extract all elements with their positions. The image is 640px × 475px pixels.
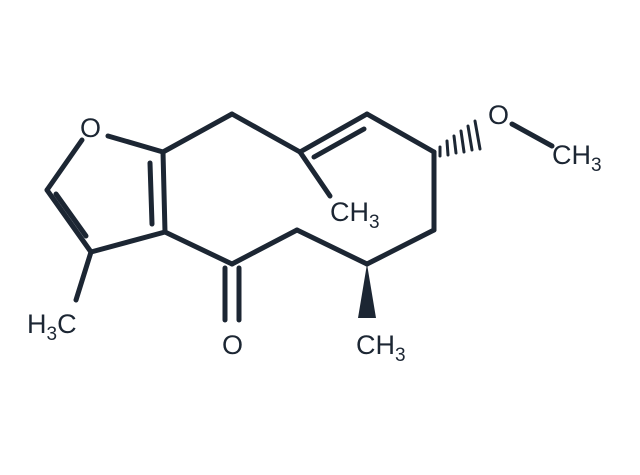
bond-choch3-alkene: [364, 111, 437, 155]
bond-o1-c2: [105, 133, 166, 155]
bond-alkene-ch2: [229, 111, 303, 155]
bond-alkene-inner: [311, 126, 367, 160]
bond-ch-ch2b: [364, 227, 437, 267]
bond-alkene: [297, 111, 370, 155]
bond-c3-c4: [88, 229, 168, 255]
ring-methyl-label: CH3: [356, 330, 406, 366]
bond-alkene-methyl: [297, 149, 333, 199]
stereo-hash-bond: [438, 119, 482, 158]
bond-o1-c5: [44, 137, 85, 193]
methoxy-oxygen-label: O: [488, 100, 509, 130]
bond-ch2-ch: [294, 227, 370, 267]
furan-methyl-label: H3C: [27, 309, 77, 345]
bond-c2-c3-inner: [147, 160, 155, 227]
alkene-methyl-label: CH3: [330, 197, 380, 233]
bond-carbonyl-ch2: [229, 227, 300, 267]
bond-c4-c5-inner: [53, 191, 89, 239]
stereo-wedge-bond: [358, 264, 376, 318]
bond-c4-methyl: [73, 249, 94, 303]
methoxy-methyl-label: CH3: [552, 140, 602, 176]
bond-c3-carbonyl: [162, 229, 235, 267]
bond-o-methyl: [509, 121, 555, 149]
furan-oxygen-label: O: [80, 113, 101, 143]
ketone-oxygen-label: O: [222, 330, 243, 360]
bond-ch2-furan: [160, 111, 235, 155]
bond-c4-c5: [44, 187, 94, 255]
bond-c2-c3: [160, 149, 168, 235]
